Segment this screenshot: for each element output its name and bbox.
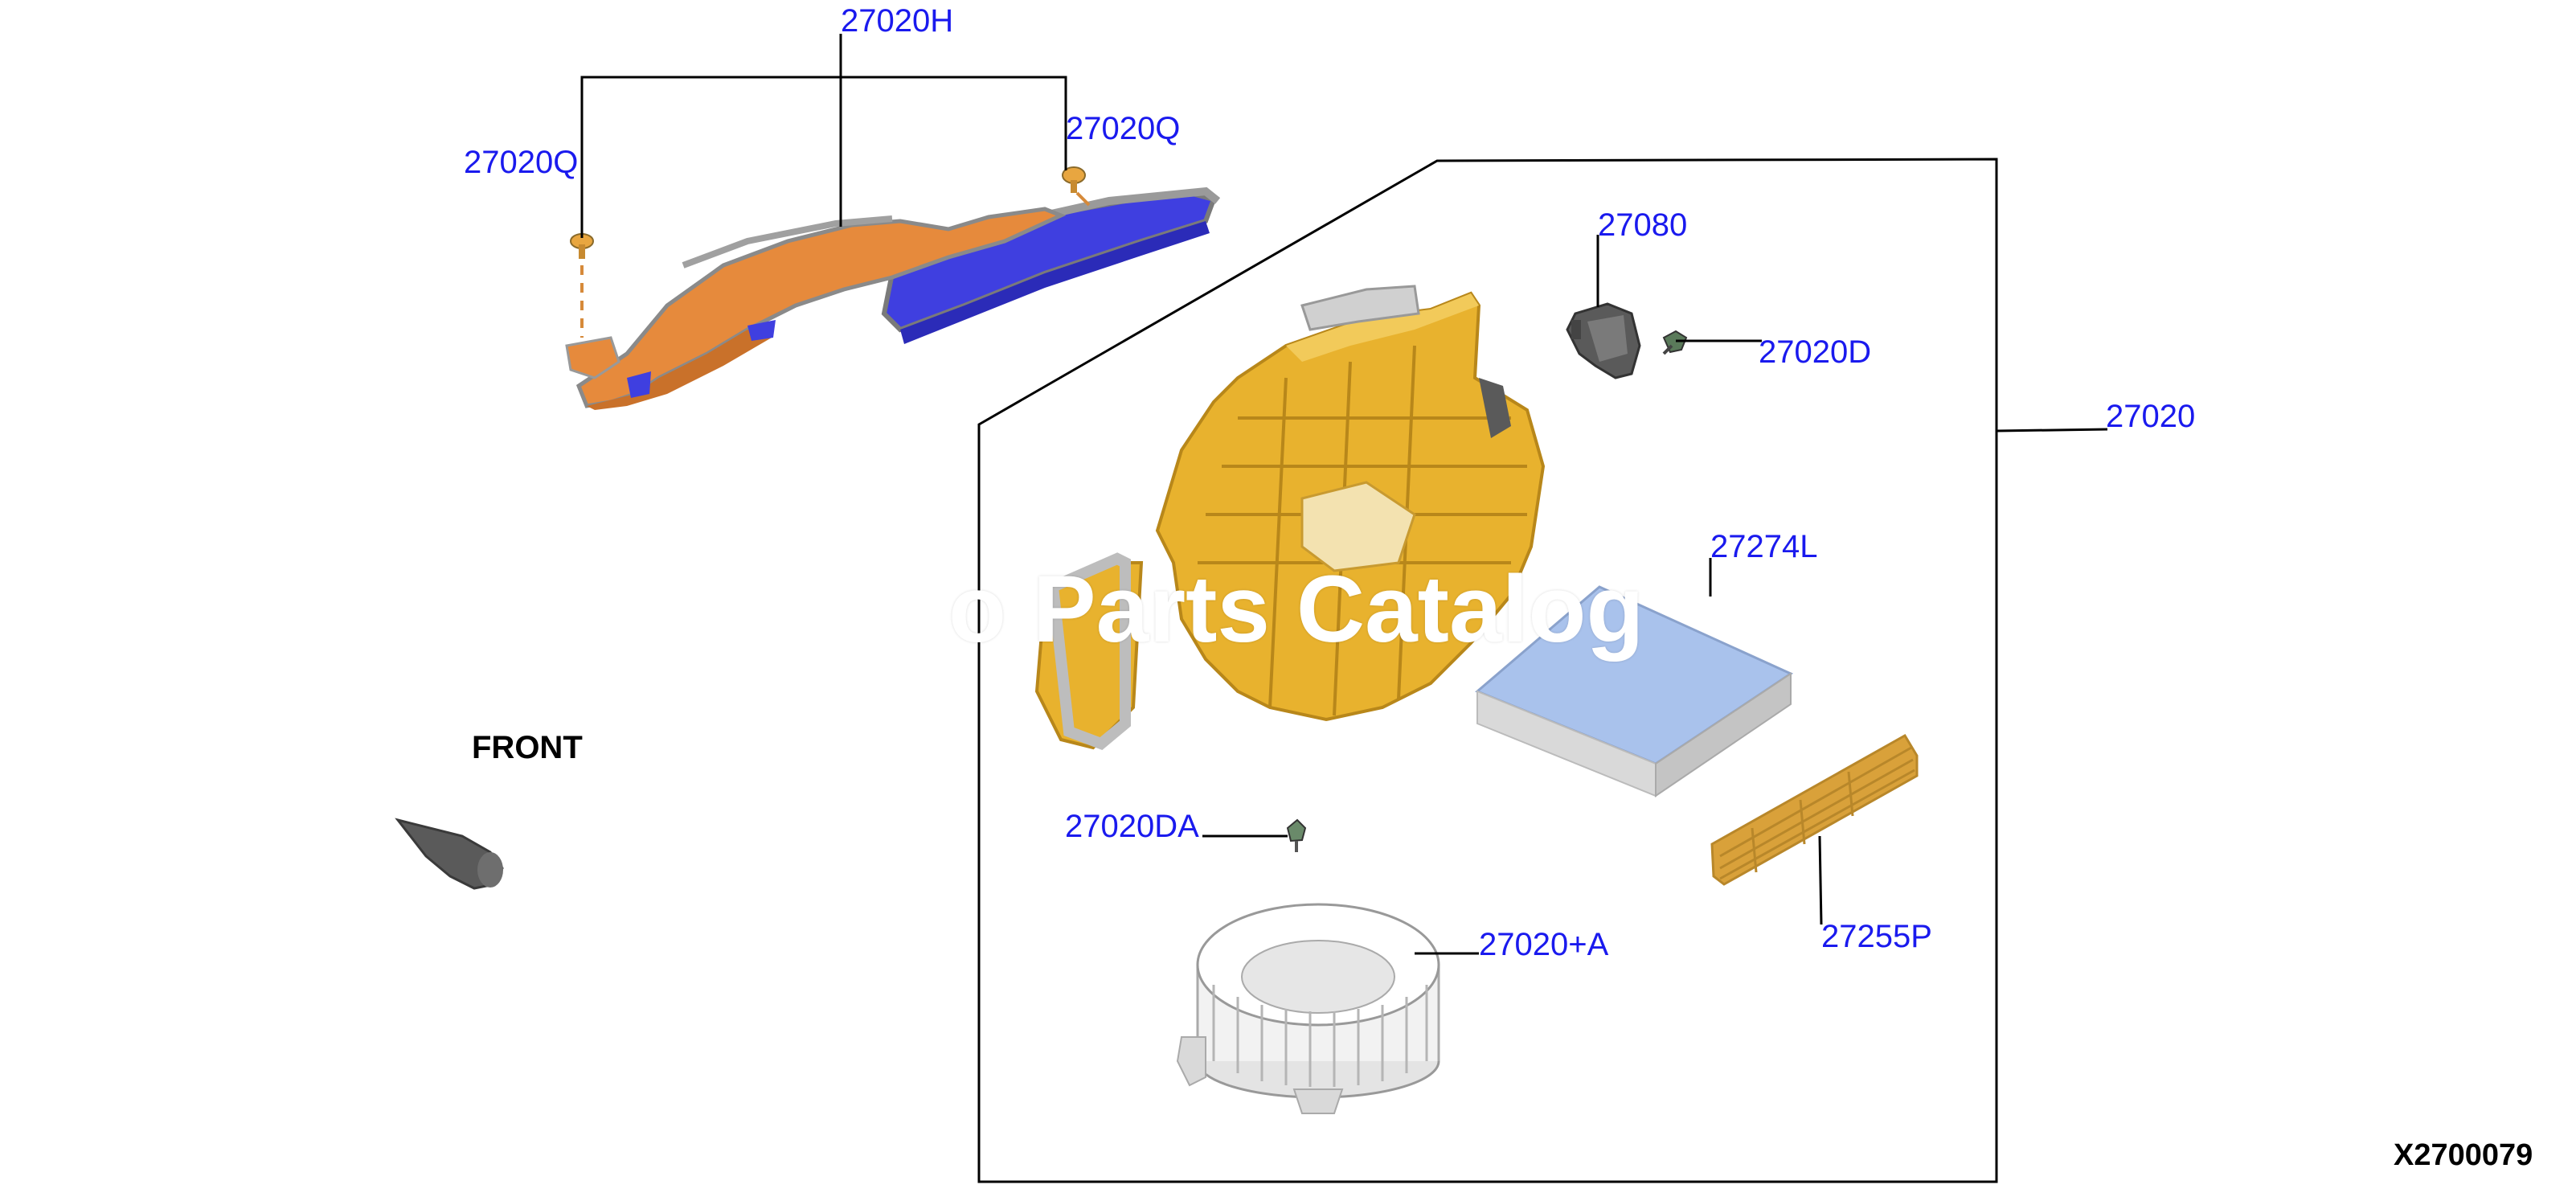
callout-blower-fan[interactable]: 27020+A (1479, 927, 1609, 962)
assembly-boundary (977, 158, 1998, 1183)
callout-duct-assembly[interactable]: 27020H (841, 3, 954, 39)
front-arrow-icon (395, 818, 504, 890)
diagram-code: X2700079 (2394, 1138, 2533, 1172)
callout-clip-left[interactable]: 27020Q (464, 145, 579, 180)
filter-cover-illustration[interactable] (1710, 733, 1919, 886)
callout-filter[interactable]: 27274L (1710, 529, 1818, 564)
resistor-illustration[interactable] (1566, 302, 1641, 379)
blower-fan-illustration[interactable] (1176, 903, 1440, 1114)
front-label: FRONT (472, 730, 583, 765)
filter-screw-illustration[interactable] (1286, 818, 1307, 852)
blower-housing-illustration[interactable] (1034, 285, 1546, 750)
callout-resistor[interactable]: 27080 (1598, 207, 1688, 243)
duct-assembly-illustration[interactable] (565, 166, 1221, 410)
callout-resistor-screw[interactable]: 27020D (1759, 334, 1872, 370)
clip-right-illustration[interactable] (1062, 166, 1086, 193)
resistor-screw-illustration[interactable] (1662, 330, 1688, 355)
cabin-filter-illustration[interactable] (1475, 585, 1794, 797)
callout-clip-right[interactable]: 27020Q (1066, 111, 1181, 146)
leader-lines (580, 34, 2108, 955)
callout-filter-cover[interactable]: 27255P (1821, 919, 1932, 954)
watermark: o Parts Catalog (948, 556, 1644, 662)
callout-filter-screw[interactable]: 27020DA (1065, 809, 1199, 844)
callout-blower-unit[interactable]: 27020 (2106, 399, 2196, 434)
